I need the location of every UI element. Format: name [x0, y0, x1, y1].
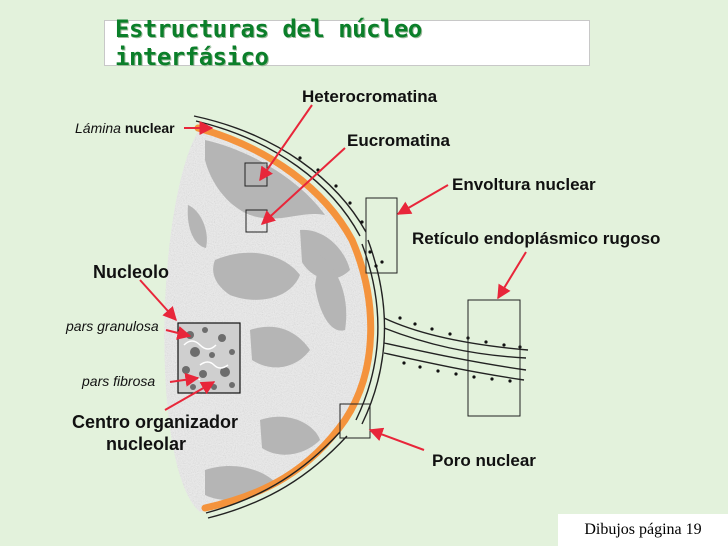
envelope-box	[365, 197, 398, 274]
nucleoplasm	[164, 128, 371, 512]
label-nucleolo: Nucleolo	[93, 262, 169, 282]
label-lamina-nuclear: Lámina nuclear	[75, 120, 175, 136]
arrow-eucromatina	[260, 147, 346, 225]
nuclear-lamina	[194, 124, 375, 512]
arrow-pars-fibrosa	[169, 372, 200, 387]
page-title: Estructuras del núcleo interfásico	[115, 15, 422, 71]
label-centro-line1: Centro organizador	[72, 412, 238, 432]
arrow-pars-granulosa	[165, 326, 192, 340]
label-envoltura-nuclear: Envoltura nuclear	[452, 175, 596, 194]
rough-endoplasmic-reticulum	[383, 317, 529, 381]
arrow-nucleolo	[139, 279, 177, 322]
arrow-reticulo	[497, 251, 527, 300]
caption-box: Dibujos página 19	[558, 514, 728, 546]
arrow-centro	[164, 381, 216, 411]
arrow-heterocromatina	[259, 104, 313, 182]
label-eucromatina: Eucromatina	[347, 131, 451, 150]
caption: Dibujos página 19	[584, 521, 702, 538]
rer-box	[467, 299, 521, 417]
label-heterocromatina: Heterocromatina	[302, 87, 438, 106]
arrow-envoltura	[396, 184, 449, 215]
label-centro-line2: nucleolar	[106, 434, 186, 454]
nuclear-pore-box	[339, 403, 371, 439]
label-pars-granulosa: pars granulosa	[65, 318, 159, 334]
label-poro-nuclear: Poro nuclear	[432, 451, 536, 470]
arrow-poro	[368, 427, 425, 451]
nuclear-envelope	[193, 115, 386, 519]
title-box: Estructuras del núcleo interfásico	[104, 15, 590, 71]
nucleolus	[177, 322, 241, 394]
pointer-arrows	[139, 104, 527, 451]
label-pars-fibrosa: pars fibrosa	[81, 373, 155, 389]
detail-boxes	[244, 162, 521, 439]
label-reticulo: Retículo endoplásmico rugoso	[412, 229, 660, 248]
